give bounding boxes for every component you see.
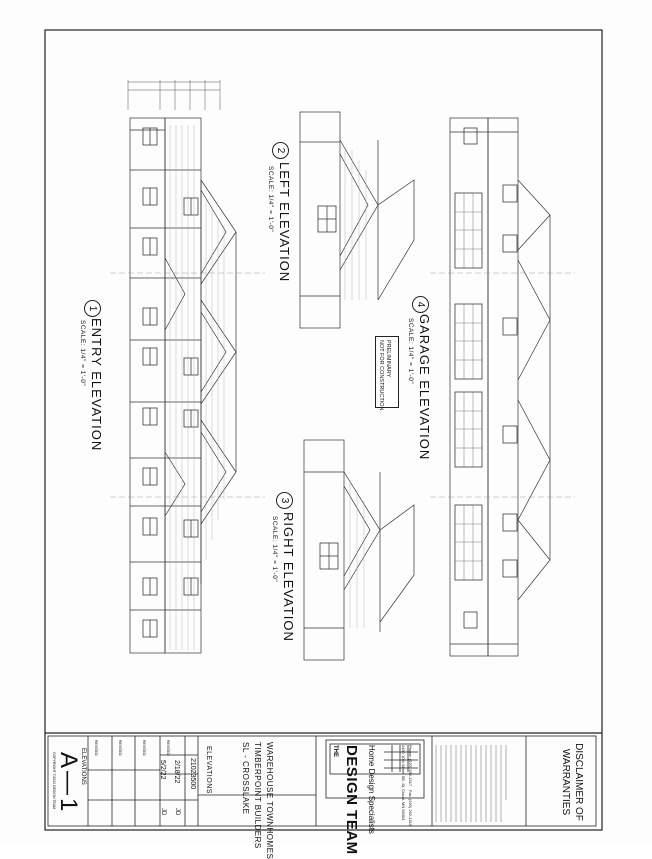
garage-elevation-title: GARAGE ELEVATION	[417, 314, 432, 461]
sheet-label: ELEVATIONS	[80, 748, 86, 785]
left-elevation-title: LEFT ELEVATION	[277, 162, 292, 283]
sheet-border	[44, 29, 603, 831]
right-elevation-drawing	[303, 439, 415, 661]
right-elevation-number: 3	[276, 492, 293, 509]
revision-label-3: REVISED:	[142, 740, 146, 757]
company-prefix: THE	[332, 745, 338, 757]
left-elevation-scale: SCALE: 1/4" = 1'-0"	[267, 166, 274, 233]
entry-elevation-title: ENTRY ELEVATION	[89, 318, 104, 452]
revision-label-2: REVISED:	[118, 740, 122, 757]
entry-elevation-number: 1	[84, 300, 101, 317]
disclaimer-fine-print	[435, 745, 507, 822]
left-elevation-drawing	[299, 111, 415, 329]
revision-label-1: REVISED:	[94, 740, 98, 757]
stamp-line-1: PRELIMINARY	[385, 340, 391, 378]
sheet-number: A—1	[55, 752, 82, 815]
company-fax: Fax: (320) 252-1515	[408, 790, 413, 827]
entry-elevation-drawing	[110, 80, 265, 654]
company-phone: Phone: (320) 252-1517	[408, 745, 413, 787]
garage-elevation-number: 4	[412, 296, 429, 313]
revision-label-4: REVISED:	[166, 740, 170, 757]
entry-elevation-scale: SCALE: 1/4" = 1'-0"	[79, 320, 86, 387]
company-address: 2450 10th Street SE, St. Cloud, MN 56304	[401, 745, 406, 821]
project-line-1: SL - CROSSLAKE	[241, 742, 250, 815]
right-elevation-title: RIGHT ELEVATION	[281, 512, 296, 642]
copyright-note: COPYRIGHT ©2022 DESIGN TEAM	[52, 752, 56, 810]
left-elevation-number: 2	[272, 142, 289, 159]
project-line-2: TIMBERPOINT BUILDERS	[253, 742, 262, 849]
title-block-frame	[47, 735, 597, 827]
garage-elevation-drawing	[430, 117, 575, 657]
drawn-date: 2/18/22	[173, 760, 180, 784]
disclaimer-title: DISCLAIMER OF WARRANTIES	[560, 743, 584, 821]
revised-initials: JD	[160, 808, 166, 816]
stamp-line-2: NOT FOR CONSTRUCTION	[378, 340, 384, 411]
design-team-logo-grid	[384, 745, 418, 772]
file-number: 21023500	[189, 758, 196, 790]
right-elevation-scale: SCALE: 1/4" = 1'-0"	[271, 516, 278, 583]
company-tagline: Home Design Specialists	[367, 745, 376, 834]
drawing-title: ELEVATIONS	[205, 746, 212, 794]
revised-date: 5/2/22	[159, 760, 166, 780]
drawn-initials: JD	[174, 808, 180, 816]
preliminary-stamp: PRELIMINARY NOT FOR CONSTRUCTION	[375, 336, 399, 411]
company-name: DESIGN TEAM	[343, 745, 360, 855]
garage-elevation-scale: SCALE: 1/4" = 1'-0"	[407, 318, 414, 385]
project-line-3: WAREHOUSE TOWNHOMES	[265, 742, 274, 859]
